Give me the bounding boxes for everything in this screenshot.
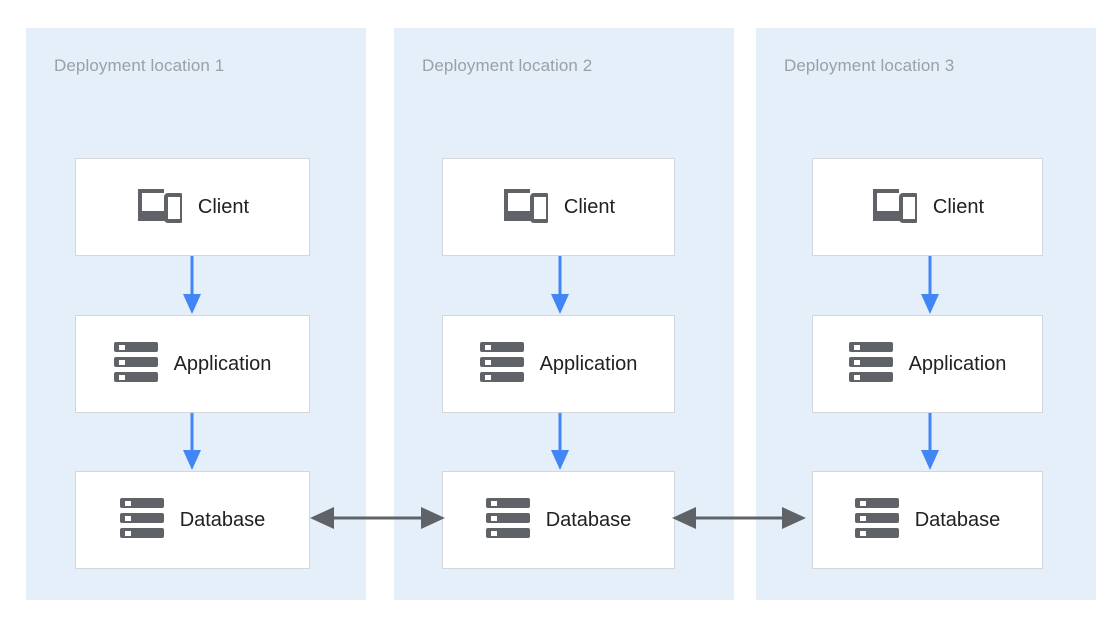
zone-2-node-database[interactable]: Database (442, 471, 675, 569)
zone-2-node-client-label: Client (563, 195, 616, 218)
zone-3-node-database[interactable]: Database (812, 471, 1043, 569)
deployment-zone-3: Deployment location 3 Client (756, 28, 1096, 600)
zone-3-title: Deployment location 3 (784, 56, 955, 75)
replication-arrow-zone2-zone3 (672, 506, 806, 530)
server-rack-icon (113, 340, 158, 389)
zone-1-arrow-client-to-application (181, 256, 203, 315)
zone-1-arrow-application-to-database (181, 413, 203, 471)
zone-1-node-application[interactable]: Application (75, 315, 310, 413)
zone-2-node-database-label: Database (545, 508, 632, 531)
zone-3-arrow-client-to-application (919, 256, 941, 315)
zone-1-node-application-label: Application (173, 352, 272, 375)
zone-2-arrow-client-to-application (549, 256, 571, 315)
zone-3-node-database-label: Database (914, 508, 1001, 531)
deployment-zone-1: Deployment location 1 Client (26, 28, 366, 600)
devices-icon (502, 187, 550, 228)
zone-3-arrow-application-to-database (919, 413, 941, 471)
server-rack-icon (854, 496, 899, 545)
zone-1-node-database[interactable]: Database (75, 471, 310, 569)
zone-2-node-application-label: Application (539, 352, 638, 375)
devices-icon (871, 187, 919, 228)
server-rack-icon (848, 340, 893, 389)
zone-2-title: Deployment location 2 (422, 56, 593, 75)
zone-3-node-client-label: Client (932, 195, 985, 218)
server-rack-icon (479, 340, 524, 389)
zone-2-node-application[interactable]: Application (442, 315, 675, 413)
zone-2-arrow-application-to-database (549, 413, 571, 471)
server-rack-icon (485, 496, 530, 545)
zone-1-node-database-label: Database (179, 508, 266, 531)
zone-1-node-client[interactable]: Client (75, 158, 310, 256)
zone-3-node-client[interactable]: Client (812, 158, 1043, 256)
devices-icon (136, 187, 184, 228)
zone-1-node-client-label: Client (197, 195, 250, 218)
zone-2-node-client[interactable]: Client (442, 158, 675, 256)
replication-arrow-zone1-zone2 (310, 506, 445, 530)
server-rack-icon (119, 496, 164, 545)
deployment-zone-2: Deployment location 2 Client (394, 28, 734, 600)
zone-3-node-application-label: Application (908, 352, 1007, 375)
zone-1-title: Deployment location 1 (54, 56, 225, 75)
zone-3-node-application[interactable]: Application (812, 315, 1043, 413)
